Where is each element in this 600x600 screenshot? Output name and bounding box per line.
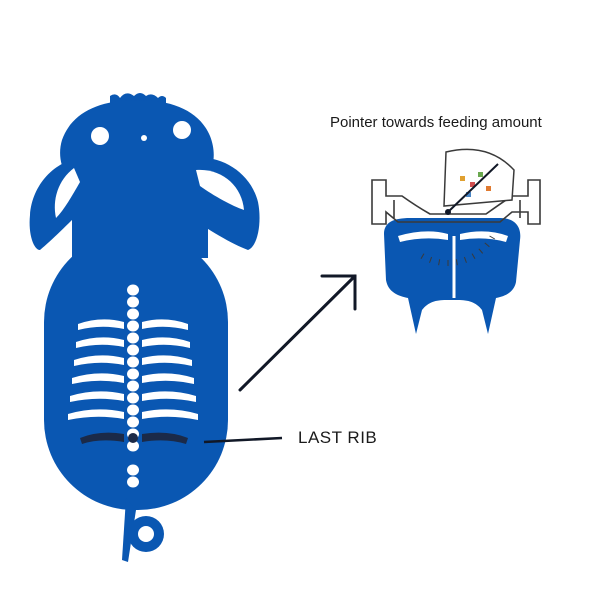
gauge-tick <box>489 235 496 240</box>
rear-view-back-right <box>460 231 508 242</box>
spine <box>127 284 139 488</box>
tail-ring-hole <box>138 526 154 542</box>
gauge-tick <box>420 253 425 260</box>
cow-neck <box>72 188 208 258</box>
gauge-tick <box>455 259 458 266</box>
rib-right <box>142 391 196 402</box>
gauge-tick <box>471 253 476 260</box>
last-rib-spine <box>128 433 138 443</box>
vertebra <box>127 368 139 380</box>
rib-left <box>78 319 124 330</box>
vertebra <box>127 284 139 296</box>
last-rib-right <box>142 432 188 444</box>
gauge-tick <box>429 256 433 263</box>
gauge-tick <box>478 248 484 254</box>
vertebra <box>127 308 139 320</box>
vertebra <box>127 332 139 344</box>
body-condition-caliper-icon <box>371 148 541 334</box>
vertebra <box>127 404 139 416</box>
vertebra <box>127 296 139 308</box>
right-eye <box>173 121 191 139</box>
gauge-tick <box>484 242 490 248</box>
caliper-caption: Pointer towards feeding amount <box>330 114 542 131</box>
rib-left <box>70 391 124 402</box>
gauge-zone-4 <box>486 186 491 191</box>
tail-vertebra <box>127 464 139 476</box>
rib-right <box>142 337 190 348</box>
gauge-pivot <box>445 209 451 215</box>
right-ear-inner <box>196 169 244 210</box>
last-rib-left <box>80 432 124 444</box>
rib-left <box>72 373 124 384</box>
rib-right <box>142 319 188 330</box>
vertebra <box>127 356 139 368</box>
cow-top-view-icon <box>29 93 260 562</box>
rib-left <box>74 355 124 366</box>
left-eye <box>91 127 109 145</box>
gauge-zone-1 <box>460 176 465 181</box>
gauge-pointer <box>447 163 499 213</box>
left-ear-inner <box>54 168 80 218</box>
tail-vertebra <box>127 476 139 488</box>
last-rib-label: LAST RIB <box>298 428 378 447</box>
head-spot <box>141 135 147 141</box>
last-rib-pointer-line <box>203 436 283 444</box>
rib-left <box>76 337 124 348</box>
vertebra <box>127 380 139 392</box>
gauge-tick <box>463 256 467 263</box>
rib-right <box>142 355 192 366</box>
gauge-dial <box>443 148 515 207</box>
rib-right <box>142 409 198 420</box>
vertebra <box>127 440 139 452</box>
vertebra <box>127 416 139 428</box>
vertebra <box>127 344 139 356</box>
rib-left <box>68 409 124 420</box>
gauge-tick <box>438 259 441 266</box>
vertebra <box>127 320 139 332</box>
rib-right <box>142 373 194 384</box>
diagonal-arrow-icon <box>238 274 357 392</box>
caliper-frame <box>371 179 541 225</box>
gauge-zone-5 <box>466 192 471 197</box>
rear-view-body <box>384 218 521 334</box>
gauge-zone-2 <box>470 182 475 187</box>
vertebra <box>127 392 139 404</box>
gauge-zone-3 <box>478 172 483 177</box>
ribs <box>68 319 198 420</box>
gauge-ticks <box>420 235 496 266</box>
rear-view-back <box>398 231 448 242</box>
